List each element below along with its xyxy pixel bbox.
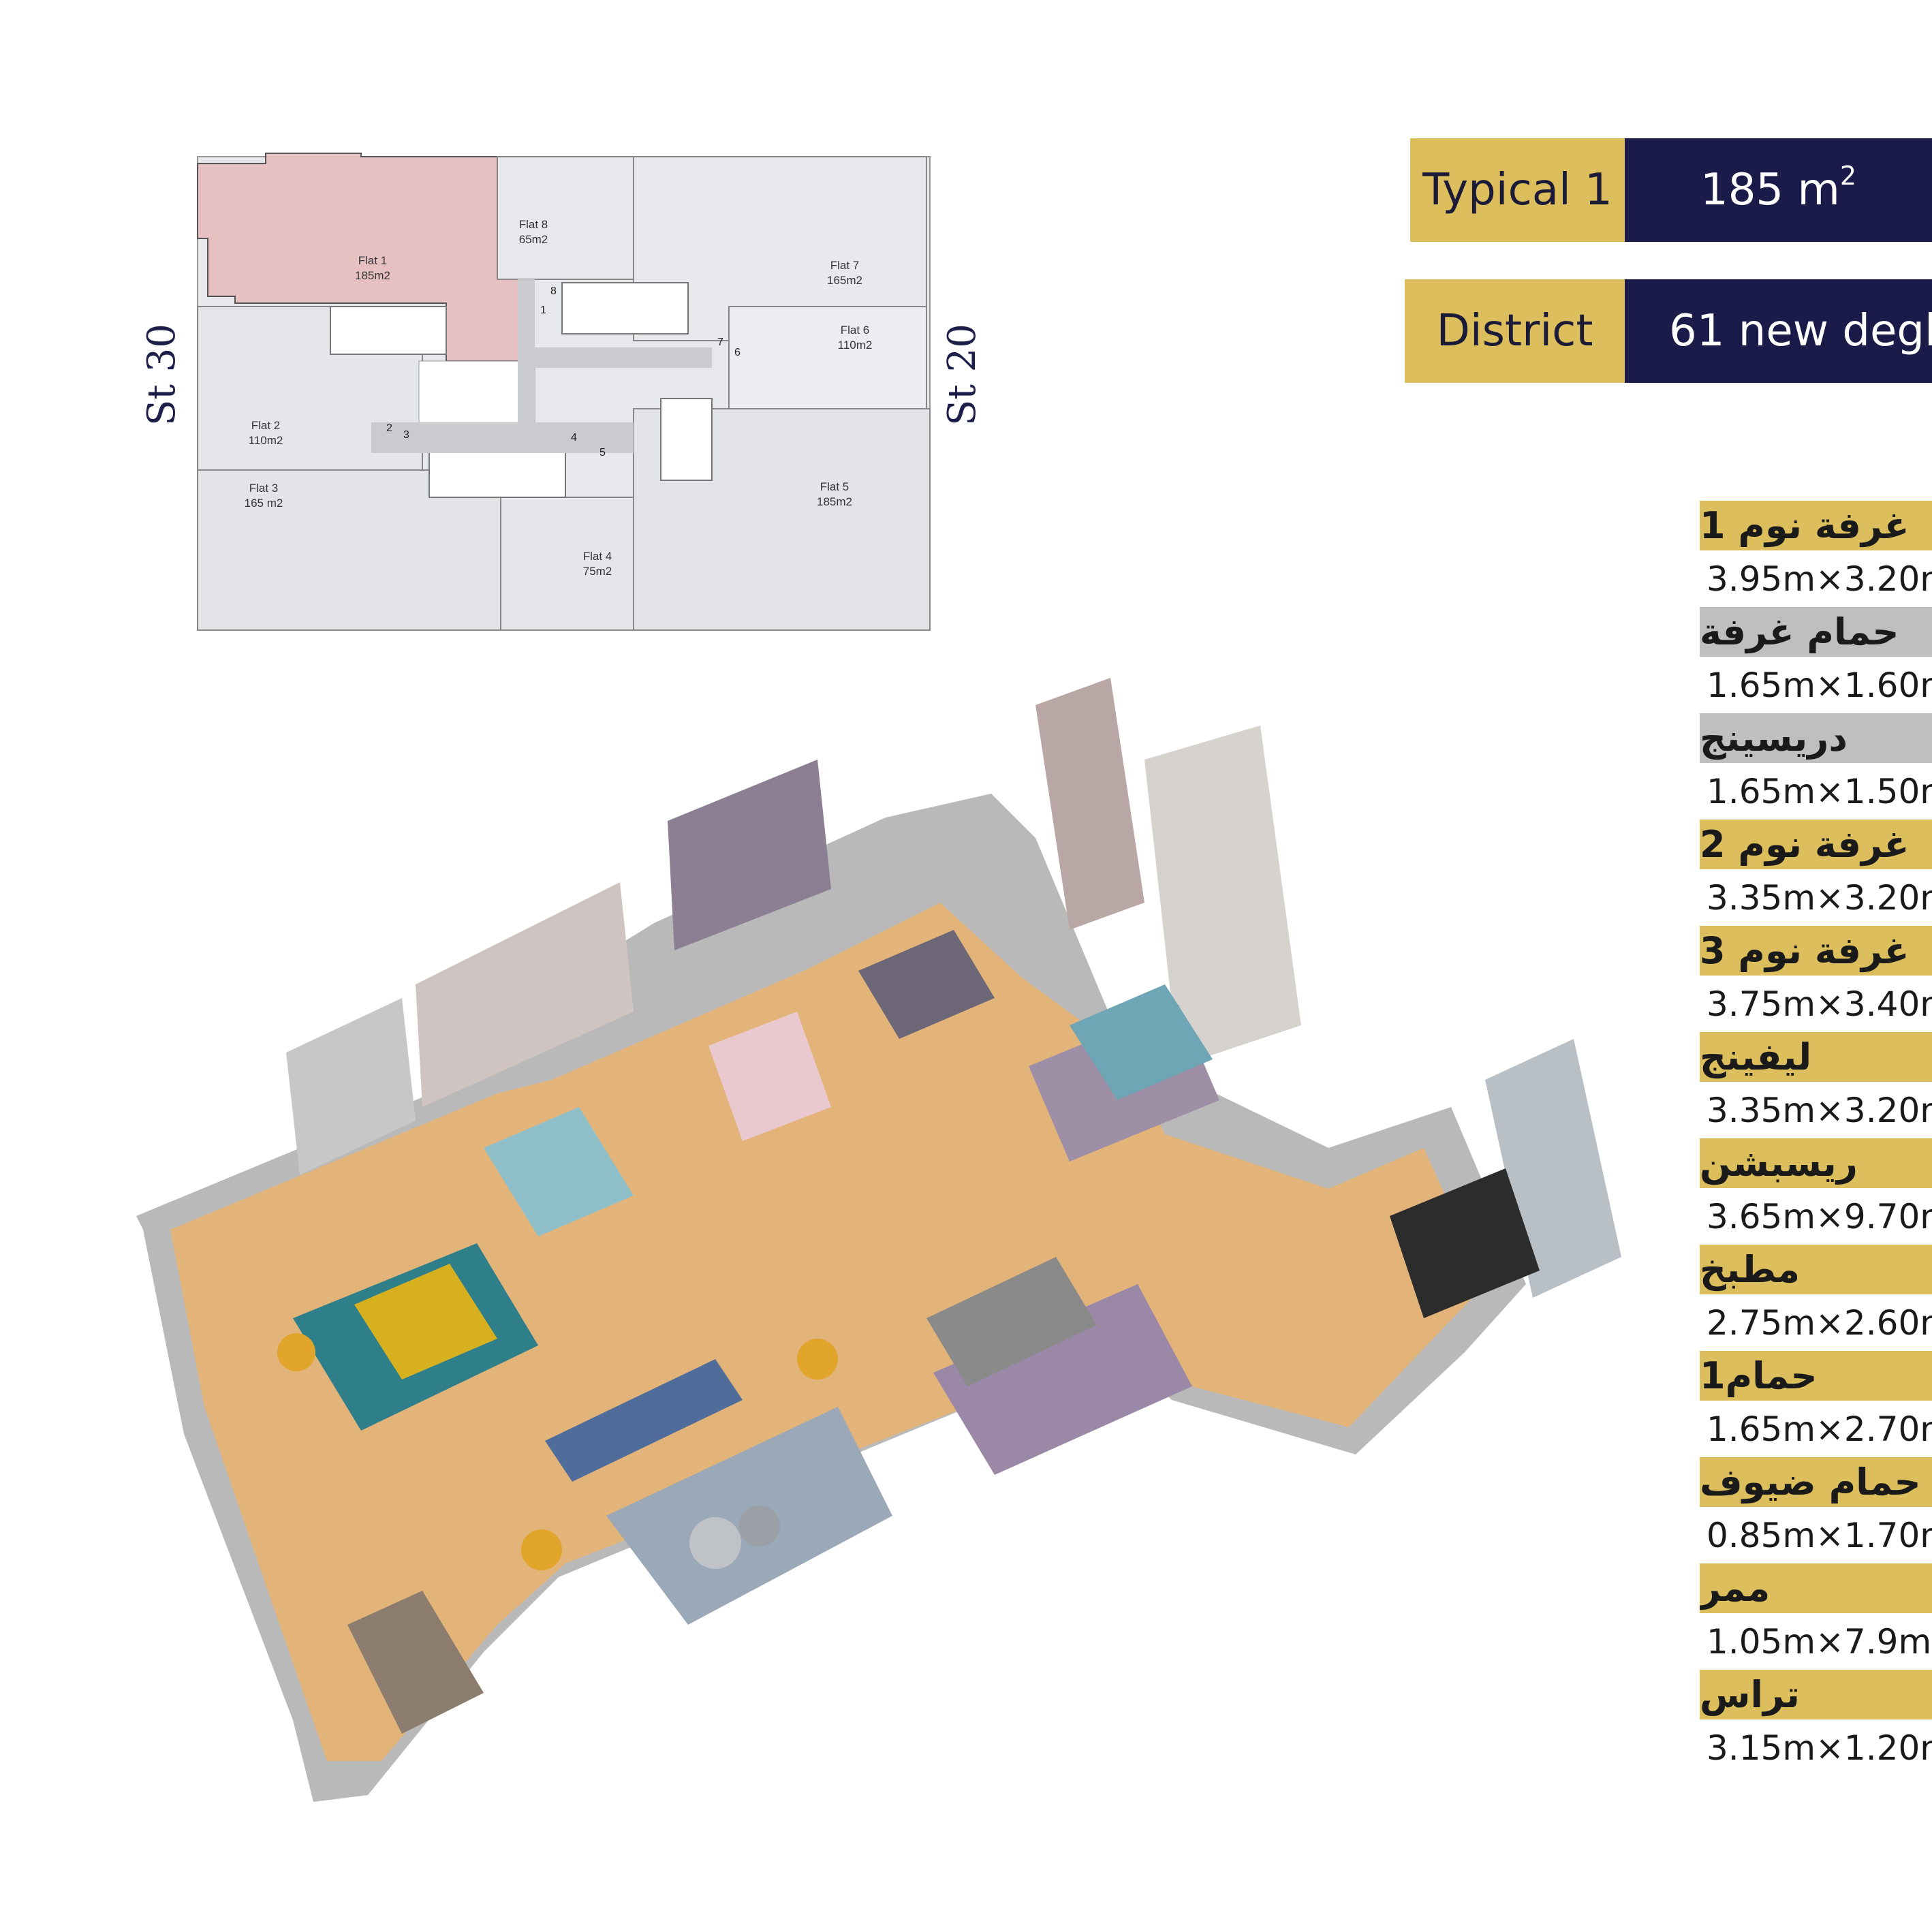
room-size-value: 3.35m×3.20m bbox=[1707, 877, 1932, 918]
door-marker: 4 bbox=[571, 432, 577, 443]
district-label-box: District bbox=[1405, 279, 1625, 383]
area-value-box: 185 m2 bbox=[1625, 138, 1932, 242]
flat-1-area-label: 185m2 bbox=[355, 269, 390, 282]
bed-2 bbox=[484, 1107, 634, 1236]
corridor bbox=[371, 422, 634, 453]
street-left-label: St 30 bbox=[140, 324, 184, 426]
type-label: Typical 1 bbox=[1422, 165, 1612, 215]
door-marker: 6 bbox=[734, 347, 741, 358]
bathroom-floor bbox=[708, 1012, 831, 1141]
district-value: 61 new degla bbox=[1669, 306, 1932, 356]
flat-2-label: Flat 2 bbox=[251, 419, 281, 432]
street-right-label: St 20 bbox=[940, 324, 984, 426]
room-name-label: حمام1 bbox=[1700, 1351, 1932, 1401]
wall-panel bbox=[1144, 726, 1301, 1066]
armchair bbox=[797, 1339, 838, 1380]
flat-8-area-label: 65m2 bbox=[519, 233, 548, 246]
corridor bbox=[518, 279, 535, 443]
lounge-sofa bbox=[858, 930, 995, 1039]
wall-panel bbox=[1035, 678, 1144, 930]
room-size-value: 2.75m×2.60m bbox=[1707, 1303, 1932, 1343]
room-name-label: ممر bbox=[1700, 1563, 1932, 1613]
room-size-value: 3.35m×3.20m bbox=[1707, 1090, 1932, 1130]
district-value-box: 61 new degla bbox=[1625, 279, 1932, 383]
flat-3-label: Flat 3 bbox=[249, 482, 279, 495]
armchair bbox=[521, 1529, 562, 1570]
bed-1 bbox=[354, 1264, 497, 1380]
room-size-value: 1.65m×1.60m bbox=[1707, 665, 1932, 705]
wall-panel bbox=[668, 760, 831, 950]
room-name-label: دريسينج bbox=[1700, 713, 1932, 763]
room-size-value: 3.75m×3.40m bbox=[1707, 984, 1932, 1024]
room-size-value: 1.65m×1.50m bbox=[1707, 771, 1932, 811]
balcony-floor bbox=[347, 1591, 484, 1734]
flat-3-area-label: 165 m2 bbox=[245, 497, 283, 510]
wall-panel bbox=[286, 998, 416, 1175]
door-marker: 7 bbox=[717, 337, 723, 348]
room-size-value: 0.85m×1.70m bbox=[1707, 1515, 1932, 1555]
core-void bbox=[429, 446, 566, 498]
bed-3 bbox=[1070, 984, 1213, 1100]
room-name-label: ريسبشن bbox=[1700, 1138, 1932, 1188]
flat-4-area bbox=[500, 497, 638, 631]
flat-7-label: Flat 7 bbox=[830, 259, 860, 272]
flat-1-label: Flat 1 bbox=[358, 254, 388, 267]
room-name-label: مطبخ bbox=[1700, 1245, 1932, 1294]
room-name-label: تراس bbox=[1700, 1670, 1932, 1719]
room-size-value: 3.15m×1.20m bbox=[1707, 1728, 1932, 1768]
door-marker: 3 bbox=[403, 429, 409, 441]
key-plan: Flat 1 185m2 Flat 8 65m2 Flat 7 165m2 Fl… bbox=[194, 143, 933, 634]
coffee-table bbox=[739, 1506, 780, 1546]
flat-4-area-label: 75m2 bbox=[583, 565, 612, 578]
coffee-table bbox=[689, 1517, 741, 1569]
core-void bbox=[660, 398, 713, 481]
armchair bbox=[277, 1333, 315, 1371]
wall-panel bbox=[416, 882, 634, 1107]
dining-table bbox=[926, 1257, 1097, 1386]
flat-2-area-label: 110m2 bbox=[249, 434, 283, 447]
room-name-label: ليفينج bbox=[1700, 1032, 1932, 1082]
room-name-label: غرفة نوم 1 bbox=[1700, 501, 1932, 550]
room-name-label: حمام ضيوف bbox=[1700, 1457, 1932, 1507]
room-size-value: 3.95m×3.20m bbox=[1707, 559, 1932, 599]
flat-6-label: Flat 6 bbox=[841, 324, 870, 337]
district-label: District bbox=[1436, 306, 1593, 356]
living-sofa bbox=[545, 1359, 743, 1482]
flat-8-area bbox=[497, 156, 634, 280]
room-name-label: حمام غرفة bbox=[1700, 607, 1932, 657]
flat-5-label: Flat 5 bbox=[820, 480, 850, 493]
room-size-value: 1.65m×2.70m bbox=[1707, 1409, 1932, 1449]
room-name-label: غرفة نوم 2 bbox=[1700, 820, 1932, 869]
type-label-box: Typical 1 bbox=[1410, 138, 1625, 242]
door-marker: 5 bbox=[599, 447, 606, 458]
corridor bbox=[518, 347, 712, 368]
core-void bbox=[561, 282, 689, 334]
flat-7-area-label: 165m2 bbox=[827, 274, 862, 287]
room-list: غرفة نوم 1 3.95m×3.20m حمام غرفة 1.65m×1.60… bbox=[1700, 501, 1932, 1776]
door-marker: 1 bbox=[540, 305, 546, 316]
room-name-label: غرفة نوم 3 bbox=[1700, 926, 1932, 976]
flat-8-label: Flat 8 bbox=[519, 218, 548, 231]
door-marker: 8 bbox=[550, 285, 557, 297]
apartment-3d-render bbox=[129, 671, 1655, 1802]
door-marker: 2 bbox=[386, 422, 392, 434]
kitchen-counter bbox=[1390, 1168, 1540, 1318]
flat-5-area-label: 185m2 bbox=[817, 495, 852, 508]
area-value: 185 m2 bbox=[1700, 161, 1857, 215]
flat-4-label: Flat 4 bbox=[583, 550, 612, 563]
key-plan-drawing: Flat 1 185m2 Flat 8 65m2 Flat 7 165m2 Fl… bbox=[197, 153, 931, 631]
core-void bbox=[330, 306, 447, 355]
dining-rug bbox=[933, 1284, 1192, 1475]
room-size-value: 1.05m×7.9m bbox=[1707, 1621, 1932, 1662]
room-size-value: 3.65m×9.70m bbox=[1707, 1196, 1932, 1236]
flat-6-area-label: 110m2 bbox=[838, 339, 873, 352]
stair-core bbox=[418, 360, 535, 430]
apartment-render-drawing bbox=[136, 678, 1621, 1802]
